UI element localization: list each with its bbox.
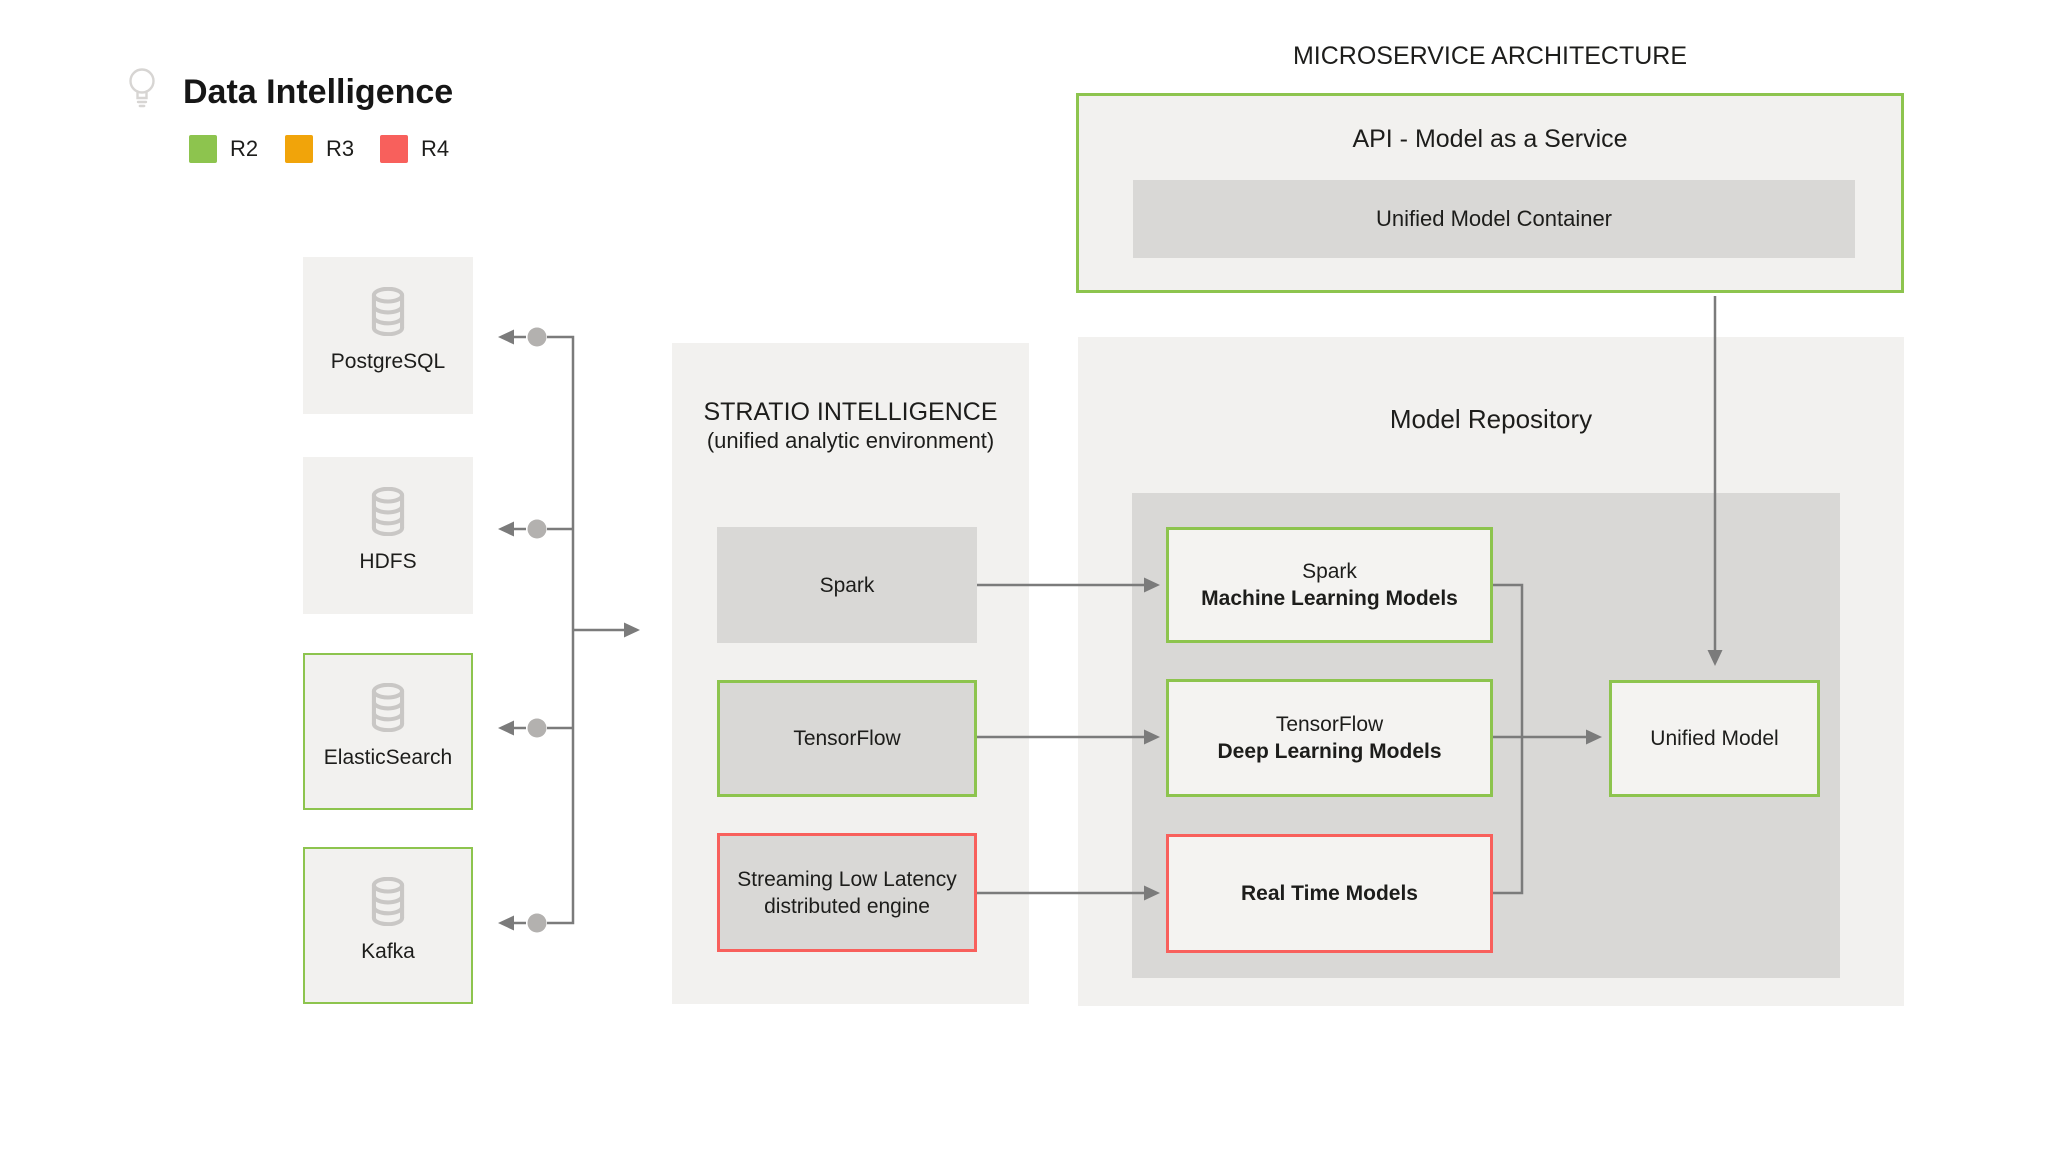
database-icon — [371, 287, 405, 336]
arrow-to-hdfs — [498, 519, 547, 539]
unified-model-container-box: Unified Model Container — [1133, 180, 1855, 258]
model-real-time-box: Real Time Models — [1166, 834, 1493, 953]
model-label-line2: Real Time Models — [1240, 882, 1418, 905]
model-spark-ml-box: Spark Machine Learning Models — [1166, 527, 1493, 643]
page-title: Data Intelligence — [183, 73, 454, 111]
model-label-line2: Deep Learning Models — [1217, 740, 1442, 763]
engine-spark-box: Spark — [717, 527, 977, 643]
stratio-panel-title: STRATIO INTELLIGENCE — [703, 398, 998, 426]
stratio-panel-subtitle: (unified analytic environment) — [706, 428, 995, 453]
legend-label: R3 — [326, 136, 355, 161]
legend-label: R2 — [230, 136, 259, 161]
datasource-kafka: Kafka — [303, 847, 473, 1004]
legend-item-r2: R2 — [189, 135, 258, 163]
flow-dot — [527, 718, 547, 738]
legend-label: R4 — [421, 136, 450, 161]
flow-dot — [527, 519, 547, 539]
engine-label: Spark — [819, 573, 875, 597]
engine-label-line2: distributed engine — [764, 894, 930, 918]
legend-swatch-red — [380, 135, 408, 163]
unified-model-box: Unified Model — [1609, 680, 1820, 797]
lightbulb-icon — [129, 68, 155, 108]
source-trunk-line — [547, 335, 575, 925]
api-model-as-a-service-box: API - Model as a Service Unified Model C… — [1076, 93, 1904, 293]
database-icon — [371, 487, 405, 536]
flow-dot — [527, 327, 547, 347]
datasource-label: HDFS — [359, 550, 417, 573]
model-tensorflow-dl-box: TensorFlow Deep Learning Models — [1166, 679, 1493, 797]
legend-swatch-green — [189, 135, 217, 163]
microservice-architecture-heading: MICROSERVICE ARCHITECTURE — [1292, 42, 1688, 70]
stratio-intelligence-panel: STRATIO INTELLIGENCE (unified analytic e… — [672, 343, 1029, 1004]
model-repository-title: Model Repository — [1389, 404, 1593, 434]
api-box-title: API - Model as a Service — [1352, 125, 1628, 153]
database-icon — [371, 877, 405, 926]
engine-tensorflow-box: TensorFlow — [717, 680, 977, 797]
arrow-to-postgresql — [498, 327, 547, 347]
datasource-hdfs: HDFS — [303, 457, 473, 614]
model-label-line2: Machine Learning Models — [1201, 587, 1458, 610]
engine-label: TensorFlow — [793, 727, 901, 750]
model-repository-panel: Model Repository Spark Machine Learning … — [1078, 337, 1904, 1006]
datasource-label: Kafka — [361, 940, 415, 963]
model-label-line1: Spark — [1302, 560, 1357, 583]
database-icon — [371, 683, 405, 732]
flow-dot — [527, 913, 547, 933]
arrow-trunk-to-stratio — [573, 622, 640, 638]
engine-label-line1: Streaming Low Latency — [737, 867, 957, 891]
legend-item-r4: R4 — [380, 135, 449, 163]
datasource-label: ElasticSearch — [323, 746, 453, 769]
legend-swatch-orange — [285, 135, 313, 163]
model-label-line1: TensorFlow — [1275, 713, 1384, 736]
unified-model-label: Unified Model — [1650, 727, 1779, 750]
datasource-label: PostgreSQL — [330, 350, 446, 373]
arrow-to-elasticsearch — [498, 718, 547, 738]
engine-streaming-box: Streaming Low Latency distributed engine — [717, 833, 977, 952]
legend-item-r3: R3 — [285, 135, 354, 163]
unified-model-container-label: Unified Model Container — [1375, 206, 1613, 231]
datasource-postgresql: PostgreSQL — [303, 257, 473, 414]
datasource-elasticsearch: ElasticSearch — [303, 653, 473, 810]
arrow-to-kafka — [498, 913, 547, 933]
